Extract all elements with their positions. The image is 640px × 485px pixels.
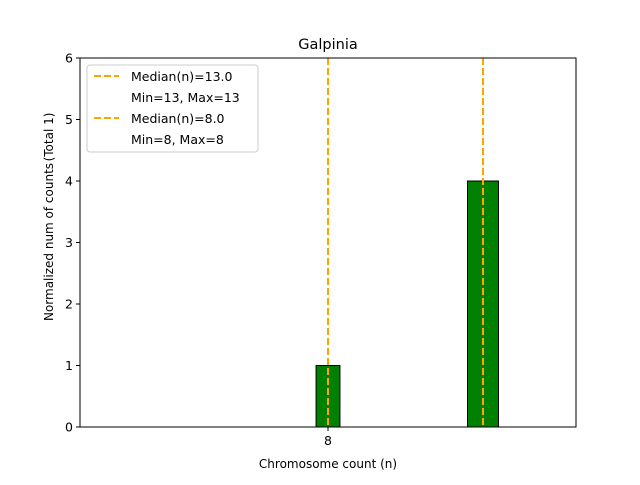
x-axis-label: Chromosome count (n): [259, 457, 397, 471]
y-tick-label: 6: [65, 51, 73, 66]
y-axis-label-total: (Total 1): [42, 113, 56, 162]
y-tick-label: 0: [65, 420, 73, 435]
plot-frame: [79, 57, 577, 428]
chart-title: Galpinia: [298, 37, 358, 53]
y-tick-label: 5: [65, 112, 73, 127]
legend-sublabel: Min=13, Max=13: [131, 90, 240, 105]
y-axis-label: Normalized num of counts: [42, 163, 56, 321]
x-tick-label: 8: [324, 433, 332, 448]
legend-sublabel: Min=8, Max=8: [131, 132, 224, 147]
legend-label: Median(n)=13.0: [131, 69, 232, 84]
y-tick-label: 3: [65, 235, 73, 250]
y-tick-label: 4: [65, 174, 73, 189]
legend-label: Median(n)=8.0: [131, 111, 225, 126]
legend: Median(n)=13.0 Min=13, Max=13 Median(n)=…: [86, 64, 259, 153]
y-tick-label: 1: [65, 358, 73, 373]
legend-box: [86, 64, 259, 153]
y-tick-label: 2: [65, 297, 73, 312]
